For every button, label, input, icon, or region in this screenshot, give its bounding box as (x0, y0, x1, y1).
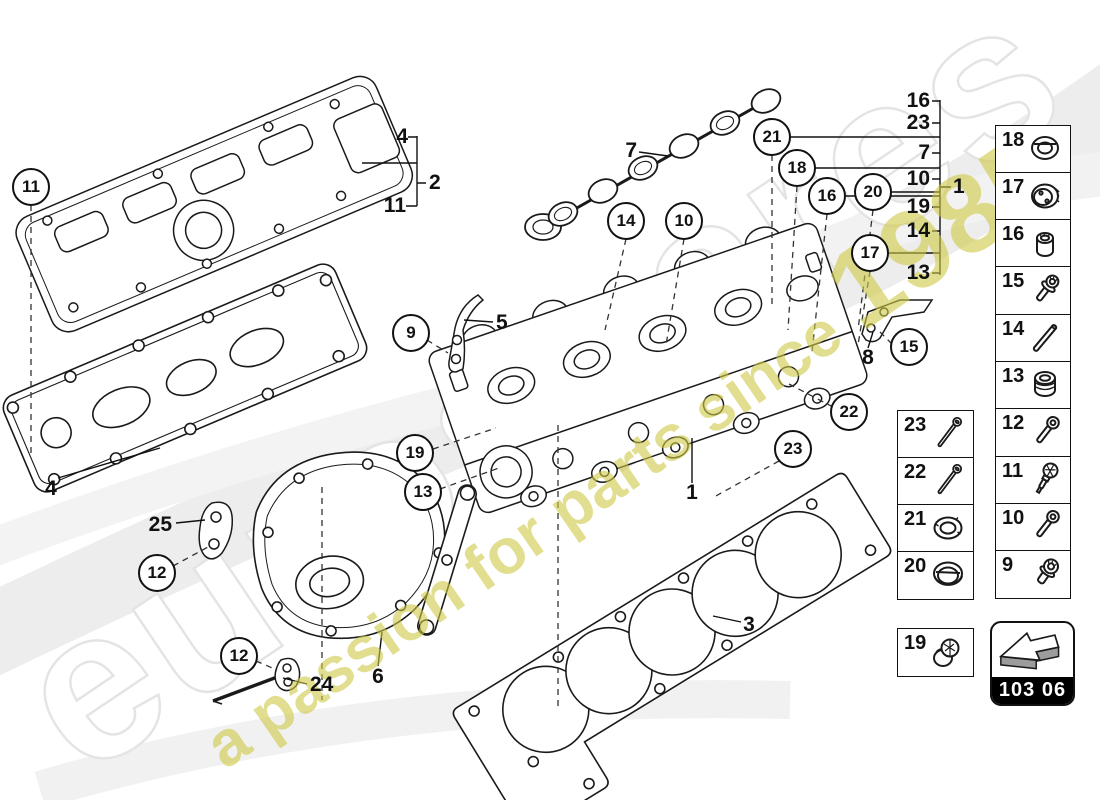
thumbnail-cell-20[interactable]: 20 (897, 551, 974, 600)
thumbnail-number: 9 (1002, 554, 1014, 577)
part-label-1[interactable]: 1 (953, 175, 965, 198)
thumbnail-number: 15 (1002, 270, 1025, 293)
thumbnail-cell-12[interactable]: 12 (995, 408, 1071, 458)
part-label-10[interactable]: 10 (906, 167, 930, 190)
part-label-14[interactable]: 14 (906, 219, 930, 242)
tensioner-arm-art (417, 484, 477, 636)
part-label-6[interactable]: 6 (372, 665, 384, 688)
callout-circle-21[interactable]: 21 (753, 118, 791, 156)
thumbnail-cell-16[interactable]: 16 (995, 219, 1071, 268)
thumbnail-cell-19[interactable]: 19 (897, 628, 974, 677)
thumbnail-number: 19 (904, 632, 927, 654)
part-label-25[interactable]: 25 (148, 513, 172, 536)
ring-cap-icon (933, 561, 963, 587)
callout-circle-15[interactable]: 15 (890, 328, 928, 366)
part-label-19[interactable]: 19 (906, 195, 930, 218)
callout-circle-22[interactable]: 22 (830, 393, 868, 431)
part-label-11[interactable]: 11 (383, 194, 406, 217)
thumbnail-cell-14[interactable]: 14 (995, 313, 1071, 363)
callout-circle-17[interactable]: 17 (851, 234, 889, 272)
part-label-7[interactable]: 7 (625, 139, 637, 162)
head-gasket-art (452, 472, 892, 800)
plug-thread-icon (1034, 371, 1056, 398)
leader-lines (57, 100, 951, 685)
thumbnail-cell-21[interactable]: 21 (897, 504, 974, 553)
valve-cover-gasket-art (2, 263, 368, 493)
thumbnail-number: 12 (1002, 412, 1025, 435)
bracket-5-art (448, 294, 485, 373)
thumbnail-number: 22 (904, 461, 927, 483)
bolt-short-icon (1031, 271, 1063, 306)
bolt-icon (1032, 413, 1063, 446)
thumbnail-number: 18 (1002, 128, 1025, 151)
callout-circle-18[interactable]: 18 (778, 149, 816, 187)
bolt-icon (1032, 507, 1063, 541)
clamp-24-art (212, 657, 301, 705)
thumbnail-cell-23[interactable]: 23 (897, 410, 974, 459)
callout-circle-9[interactable]: 9 (392, 314, 430, 352)
back-arrow-icon (998, 631, 1060, 670)
thumbnail-number: 14 (1002, 317, 1025, 340)
disc-icon (1031, 183, 1060, 209)
callout-circle-10[interactable]: 10 (665, 202, 703, 240)
thumbnail-number: 16 (1002, 223, 1025, 246)
seal-ring-icon (933, 516, 963, 540)
dashed-leader-lines (30, 155, 893, 710)
thumbnail-cell-11[interactable]: 11 (995, 455, 1071, 505)
thumbnail-number: 23 (904, 414, 927, 436)
ring-open-icon (1031, 135, 1059, 160)
bushing-icon (1036, 231, 1054, 257)
seal-ring-chain-art (524, 88, 782, 241)
part-label-2[interactable]: 2 (429, 171, 441, 194)
part-label-5[interactable]: 5 (496, 311, 508, 334)
part-label-13[interactable]: 13 (906, 261, 930, 284)
thumbnail-number: 11 (1002, 459, 1024, 482)
cylinder-head-art (428, 222, 868, 514)
thumbnail-cell-18[interactable]: 18 (995, 124, 1071, 174)
thumbnail-number: 20 (904, 555, 927, 577)
pin-icon (1032, 323, 1058, 353)
thumbnail-cell-15[interactable]: 15 (995, 266, 1071, 316)
bolt-long-icon (934, 415, 964, 450)
part-label-4[interactable]: 4 (396, 125, 408, 148)
part-label-16[interactable]: 16 (906, 89, 930, 112)
thumbnail-cell-17[interactable]: 17 (995, 171, 1071, 221)
callout-circle-16[interactable]: 16 (808, 177, 846, 215)
callout-circle-20[interactable]: 20 (854, 173, 892, 211)
part-label-8[interactable]: 8 (862, 346, 874, 369)
thumbnail-number: 10 (1002, 506, 1025, 529)
valve-cover-art (15, 75, 414, 333)
section-code: 103 06 (992, 677, 1073, 704)
bolt-long-icon (934, 462, 964, 497)
section-code-box[interactable]: 103 06 (990, 621, 1075, 706)
callout-circle-12[interactable]: 12 (138, 554, 176, 592)
part-label-1[interactable]: 1 (686, 481, 698, 504)
thumbnail-cell-9[interactable]: 9 (995, 550, 1071, 600)
bolt-knurl-icon (1032, 554, 1063, 588)
thumbnail-cell-22[interactable]: 22 (897, 457, 974, 506)
bracket-25-art (198, 501, 234, 560)
thumbnail-cell-13[interactable]: 13 (995, 361, 1071, 410)
plug-knurl-icon (933, 638, 960, 667)
bracket-8-art (861, 299, 934, 343)
callout-circle-23[interactable]: 23 (774, 430, 812, 468)
callout-circle-14[interactable]: 14 (607, 202, 645, 240)
thumbnail-cell-10[interactable]: 10 (995, 502, 1071, 552)
thumbnail-number: 13 (1002, 365, 1025, 387)
thumbnail-number: 17 (1002, 175, 1025, 198)
part-label-23[interactable]: 23 (906, 111, 930, 134)
callout-circle-12[interactable]: 12 (220, 637, 258, 675)
part-label-24[interactable]: 24 (310, 673, 334, 696)
part-label-7[interactable]: 7 (918, 141, 930, 164)
callout-circle-19[interactable]: 19 (396, 434, 434, 472)
callout-circle-11[interactable]: 11 (12, 168, 50, 206)
part-label-4[interactable]: 4 (45, 477, 57, 500)
callout-circle-13[interactable]: 13 (404, 473, 442, 511)
thumbnail-number: 21 (904, 508, 927, 530)
valve-icon (1030, 459, 1062, 497)
part-label-3[interactable]: 3 (743, 613, 755, 636)
